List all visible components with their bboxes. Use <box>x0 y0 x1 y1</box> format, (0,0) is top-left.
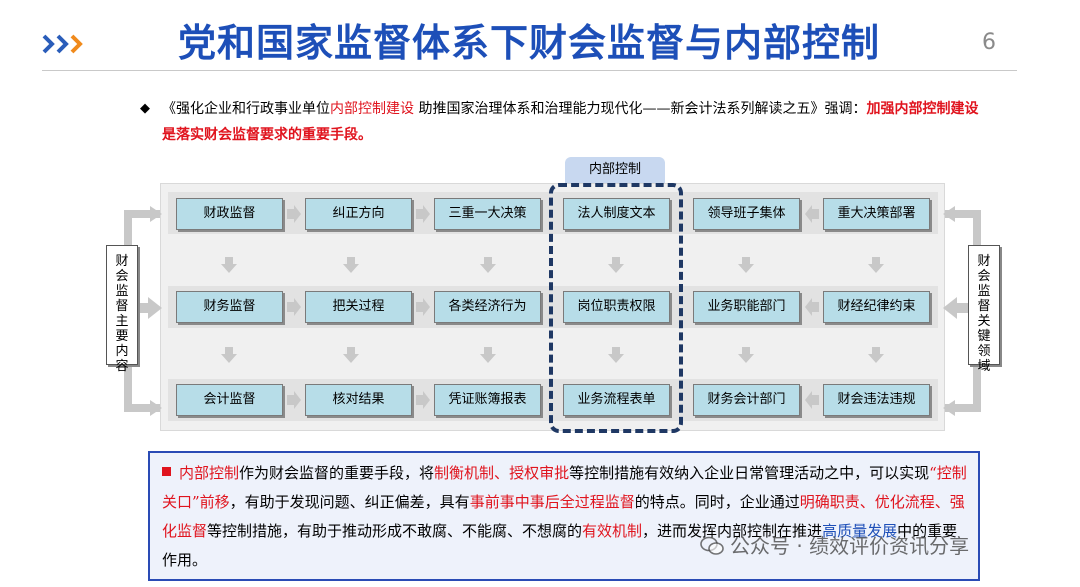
summary-s4: 、 <box>494 464 510 482</box>
node-r3-c2: 核对结果 <box>305 384 412 416</box>
summary-text: 内部控制作为财会监督的重要手段，将制衡机制、授权审批等控制措施有效纳入企业日常管… <box>162 459 972 579</box>
node-r1-c1: 财政监督 <box>176 198 283 230</box>
intro-text-part1: 《强化企业和行政事业单位 <box>162 101 330 117</box>
node-r1-c4: 法人制度文本 <box>563 198 670 230</box>
node-r1-c2: 纠正方向 <box>305 198 412 230</box>
node-r1-c5: 领导班子集体 <box>693 198 800 230</box>
node-r2-c5: 业务职能部门 <box>693 291 800 323</box>
down-arrow-icon <box>480 257 496 273</box>
right-arrow-icon <box>287 205 301 223</box>
down-arrow-icon <box>221 347 237 363</box>
summary-s16: 中的重要作用。 <box>162 522 958 569</box>
down-arrow-icon <box>343 257 359 273</box>
internal-control-dashed-frame <box>549 183 683 433</box>
node-r2-c2: 把关过程 <box>305 291 412 323</box>
summary-s8: ，有助于发现问题、纠正偏差，具有 <box>229 493 470 511</box>
right-label-text: 财会监督关键领域 <box>977 254 991 374</box>
summary-s12: 等控制措施，有助于推动形成不敢腐、不能腐、不想腐的 <box>207 522 583 540</box>
summary-s13: 有效机制 <box>582 522 643 540</box>
node-r3-c6: 财会违法违规 <box>823 384 930 416</box>
summary-s6: 等控制措施有效纳入企业日常管理活动之中，可以实现 <box>569 464 930 482</box>
node-r2-c6: 财经纪律约束 <box>823 291 930 323</box>
right-arrow-icon <box>416 391 430 409</box>
down-arrow-icon <box>738 257 754 273</box>
down-arrow-icon <box>480 347 496 363</box>
summary-s7: “控制关口”前移 <box>162 464 967 511</box>
summary-s9: 事前事中事后全过程监督 <box>469 493 635 511</box>
right-label-box: 财会监督关键领域 <box>968 245 1000 374</box>
node-r1-c6: 重大决策部署 <box>823 198 930 230</box>
down-arrow-icon <box>608 347 624 363</box>
internal-control-tab: 内部控制 <box>565 157 665 183</box>
header-divider <box>42 70 1017 71</box>
down-arrow-icon <box>738 347 754 363</box>
summary-s10: 的特点。同时，企业通过 <box>634 493 800 511</box>
left-label-box: 财会监督主要内容 <box>106 245 138 374</box>
left-arrow-icon <box>805 391 819 409</box>
diamond-bullet-icon: ◆ <box>140 101 150 116</box>
node-r3-c1: 会计监督 <box>176 384 283 416</box>
right-arrow-icon <box>416 205 430 223</box>
right-arrow-icon <box>416 298 430 316</box>
summary-s15: 高质量发展 <box>822 522 898 540</box>
down-arrow-icon <box>343 347 359 363</box>
wechat-watermark: 公众号 · 绩效评价资讯分享 <box>700 528 1060 564</box>
left-label-text: 财会监督主要内容 <box>115 254 129 374</box>
summary-s5: 授权审批 <box>509 464 570 482</box>
page-number: 6 <box>982 30 996 55</box>
intro-emphasis: 加强内部控制建设是落实财会监督要求的重要手段。 <box>162 101 979 143</box>
down-arrow-icon <box>868 347 884 363</box>
summary-s3: 制衡机制 <box>434 464 495 482</box>
summary-panel <box>148 451 980 581</box>
wechat-icon <box>700 536 724 555</box>
left-arrow-icon <box>805 205 819 223</box>
node-r2-c1: 财务监督 <box>176 291 283 323</box>
intro-paragraph: ◆ 《强化企业和行政事业单位内部控制建设 助推国家治理体系和治理能力现代化——新… <box>140 96 1000 148</box>
node-r3-c5: 财务会计部门 <box>693 384 800 416</box>
summary-s1: 内部控制 <box>179 464 240 482</box>
node-r2-c4: 岗位职责权限 <box>563 291 670 323</box>
intro-text-highlight: 内部控制建设 <box>330 101 414 117</box>
chevron-logo-icon <box>42 34 83 54</box>
red-square-bullet-icon <box>162 467 171 476</box>
watermark-text: 公众号 · 绩效评价资讯分享 <box>730 534 970 558</box>
page-title: 党和国家监督体系下财会监督与内部控制 <box>178 21 881 65</box>
summary-s14: ，进而发挥内部控制在推进 <box>642 522 823 540</box>
right-arrow-icon <box>287 391 301 409</box>
right-arrow-icon <box>287 298 301 316</box>
left-arrow-icon <box>805 298 819 316</box>
node-r3-c4: 业务流程表单 <box>563 384 670 416</box>
node-r1-c3: 三重一大决策 <box>434 198 541 230</box>
summary-s2: 作为财会监督的重要手段，将 <box>239 464 435 482</box>
intro-text-part2: 助推国家治理体系和治理能力现代化——新会计法系列解读之五》强调： <box>414 101 867 117</box>
down-arrow-icon <box>608 257 624 273</box>
node-r2-c3: 各类经济行为 <box>434 291 541 323</box>
down-arrow-icon <box>221 257 237 273</box>
summary-s11: 明确职责、优化流程、强化监督 <box>162 493 965 540</box>
node-r3-c3: 凭证账簿报表 <box>434 384 541 416</box>
down-arrow-icon <box>868 257 884 273</box>
